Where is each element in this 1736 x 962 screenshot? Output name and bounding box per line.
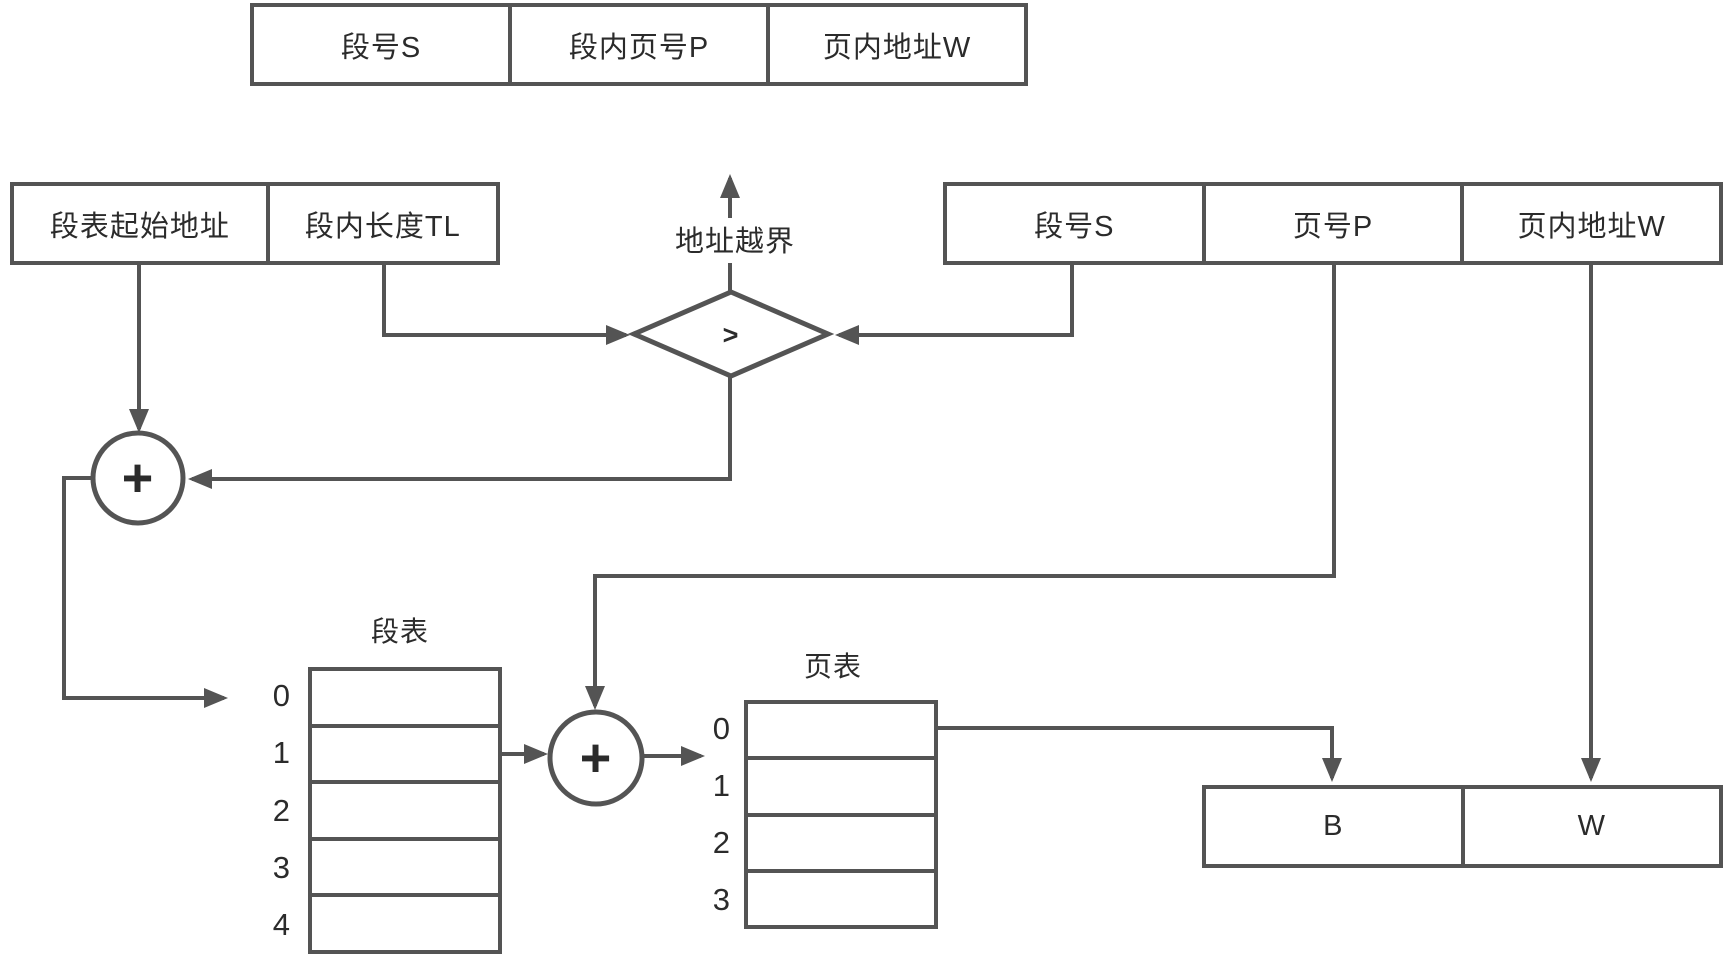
address-overflow-label: 地址越界 [674,226,795,258]
segment-table-row-label: 1 [272,735,290,771]
arrow-segno-to-comparator [835,265,1074,345]
segment-table-row [312,671,498,724]
segment-table-row [312,723,498,781]
segment-table-base-cell: 段表起始地址 [49,210,230,243]
left-adder-circle [90,430,186,526]
segment-register-box: 段表起始地址 段内长度TL [10,182,500,265]
page-table-row-label: 2 [712,825,730,861]
segment-table-row-label: 2 [272,792,290,828]
page-table-row-label: 0 [712,710,730,746]
segment-table-title: 段表 [370,616,429,647]
page-table-row [748,756,934,813]
page-table-row [748,812,934,869]
right-segment-number-cell: 段号S [1034,210,1115,243]
arrow-left-adder-to-segment-table [62,476,228,708]
page-table [744,700,938,929]
right-page-number-cell: 页号P [1201,186,1461,261]
top-page-offset-cell: 页内地址W [766,7,1024,82]
top-segment-number-cell: 段号S [340,31,422,64]
comparator-diamond [627,289,835,379]
page-table-row [748,868,934,925]
arrow-comparator-to-left-adder [188,375,732,489]
page-table-row-labels: 0 1 2 3 [688,700,736,929]
page-table-row [748,704,934,757]
right-page-offset-cell: 页内地址W [1460,186,1719,261]
word-offset-cell: W [1460,789,1720,864]
page-table-title: 页表 [803,651,862,682]
segment-table-row [312,836,498,894]
segment-table [308,667,502,954]
page-table-row-label: 3 [712,882,730,918]
arrow-tl-to-comparator [382,265,630,345]
comparator-symbol: > [722,319,740,350]
segment-table-row [312,780,498,837]
left-adder-plus: + [121,448,155,508]
arrow-pageno-to-middle-adder [585,265,1336,710]
segment-table-row [312,893,498,950]
segment-table-row-label: 4 [272,907,290,943]
page-table-row-label: 1 [712,767,730,803]
segment-table-row-label: 0 [272,677,290,713]
block-number-cell: B [1323,810,1344,842]
right-logical-address-box: 段号S 页号P 页内地址W [943,182,1723,265]
middle-adder-plus: + [579,728,613,788]
top-logical-address-box: 段号S 段内页号P 页内地址W [250,3,1028,86]
segment-table-row-label: 3 [272,849,290,885]
arrow-page-table-to-block [938,726,1342,782]
segment-table-row-labels: 0 1 2 3 4 [248,667,296,954]
middle-adder-circle [547,709,645,807]
top-page-number-cell: 段内页号P [508,7,766,82]
segment-length-cell: 段内长度TL [265,186,496,261]
physical-address-box: B W [1202,785,1723,868]
